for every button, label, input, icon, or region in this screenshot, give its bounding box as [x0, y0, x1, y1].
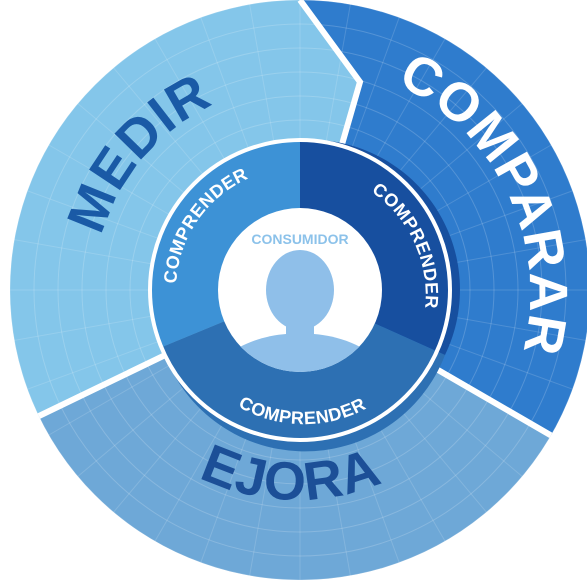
grid-spoke — [10, 315, 153, 342]
grid-spoke — [248, 0, 275, 143]
grid-spoke — [73, 99, 186, 194]
grid-spoke — [44, 142, 171, 216]
grid-spoke — [22, 340, 160, 392]
grid-spoke — [325, 0, 352, 143]
grid-spoke — [447, 238, 587, 265]
segment-comparar — [300, 0, 587, 458]
grid-ring — [105, 95, 495, 485]
grid-spoke — [440, 188, 578, 240]
grid-spoke — [109, 404, 204, 517]
grid-spoke — [374, 419, 448, 546]
grid-spoke — [22, 188, 160, 240]
grid-spoke — [396, 404, 491, 517]
grid-spoke — [198, 430, 250, 568]
grid-spoke — [414, 99, 527, 194]
grid-spoke — [248, 437, 275, 580]
grid-spoke — [198, 12, 250, 150]
grid-spoke — [350, 430, 402, 568]
center-label: CONSUMIDOR — [251, 231, 348, 247]
grid-spoke — [73, 386, 186, 481]
grid-spoke — [414, 386, 527, 481]
grid-spoke — [10, 238, 153, 265]
grid-spoke — [350, 12, 402, 150]
grid-spoke — [396, 63, 491, 176]
grid-ring — [57, 47, 543, 533]
grid-spoke — [152, 34, 226, 161]
inner-ring-outline — [148, 138, 452, 442]
grid-spoke — [152, 419, 226, 546]
grid-spoke — [44, 364, 171, 438]
grid-ring — [129, 119, 471, 461]
grid-spoke — [374, 34, 448, 161]
grid-spoke — [109, 63, 204, 176]
grid-spoke — [440, 340, 578, 392]
grid-ring — [33, 23, 567, 557]
grid-ring — [81, 71, 519, 509]
grid-spoke — [447, 315, 587, 342]
grid-spoke — [325, 437, 352, 580]
grid-spoke — [429, 142, 556, 216]
